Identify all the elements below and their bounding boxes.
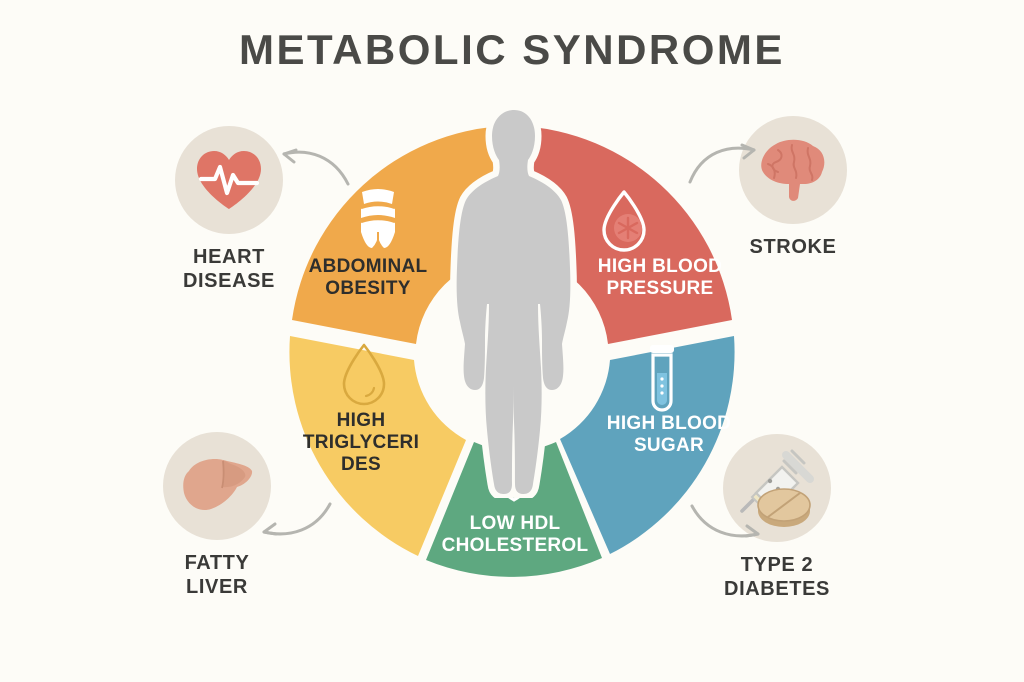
outcome-label-heart-disease: HEART DISEASE xyxy=(144,246,314,293)
segment-high-triglycerides[interactable] xyxy=(289,336,466,556)
outcome-type2-diabetes[interactable]: TYPE 2 DIABETES xyxy=(692,434,862,601)
segment-abdominal-obesity[interactable] xyxy=(292,126,504,344)
outcome-fatty-liver[interactable]: FATTY LIVER xyxy=(132,432,302,599)
outcome-icon-circle xyxy=(739,116,847,224)
outcome-icon-circle xyxy=(175,126,283,234)
outcome-label-stroke: STROKE xyxy=(708,236,878,260)
pill-part xyxy=(757,488,811,527)
heart-ecg-icon xyxy=(197,151,261,209)
outcome-stroke[interactable]: STROKE xyxy=(708,116,878,260)
outcome-label-line: HEART xyxy=(193,246,265,268)
outcome-label-line: STROKE xyxy=(749,236,837,258)
outcome-icon-circle xyxy=(723,434,831,542)
outcome-label-fatty-liver: FATTY LIVER xyxy=(132,552,302,599)
brain-icon xyxy=(761,139,825,201)
syringe-pill-icon xyxy=(740,449,814,527)
outcome-heart-disease[interactable]: HEART DISEASE xyxy=(144,126,314,293)
outcome-label-type2-diabetes: TYPE 2 DIABETES xyxy=(692,554,862,601)
outcome-label-line: DIABETES xyxy=(724,577,830,600)
outcome-icon-circle xyxy=(163,432,271,540)
segment-high-blood-sugar[interactable] xyxy=(560,336,735,554)
human-body-silhouette xyxy=(450,103,577,498)
outcome-label-line: TYPE 2 xyxy=(740,554,814,576)
outcome-label-line: LIVER xyxy=(186,575,248,598)
segment-low-hdl-cholesterol[interactable] xyxy=(426,442,602,577)
outcome-label-line: DISEASE xyxy=(182,269,275,292)
page-title: METABOLIC SYNDROME xyxy=(239,26,785,73)
metabolic-syndrome-wheel: ABDOMINAL OBESITY HIGH BLOOD PRESSURE HI… xyxy=(268,103,756,596)
liver-icon xyxy=(183,459,253,511)
outcome-label-line: FATTY xyxy=(184,552,250,574)
